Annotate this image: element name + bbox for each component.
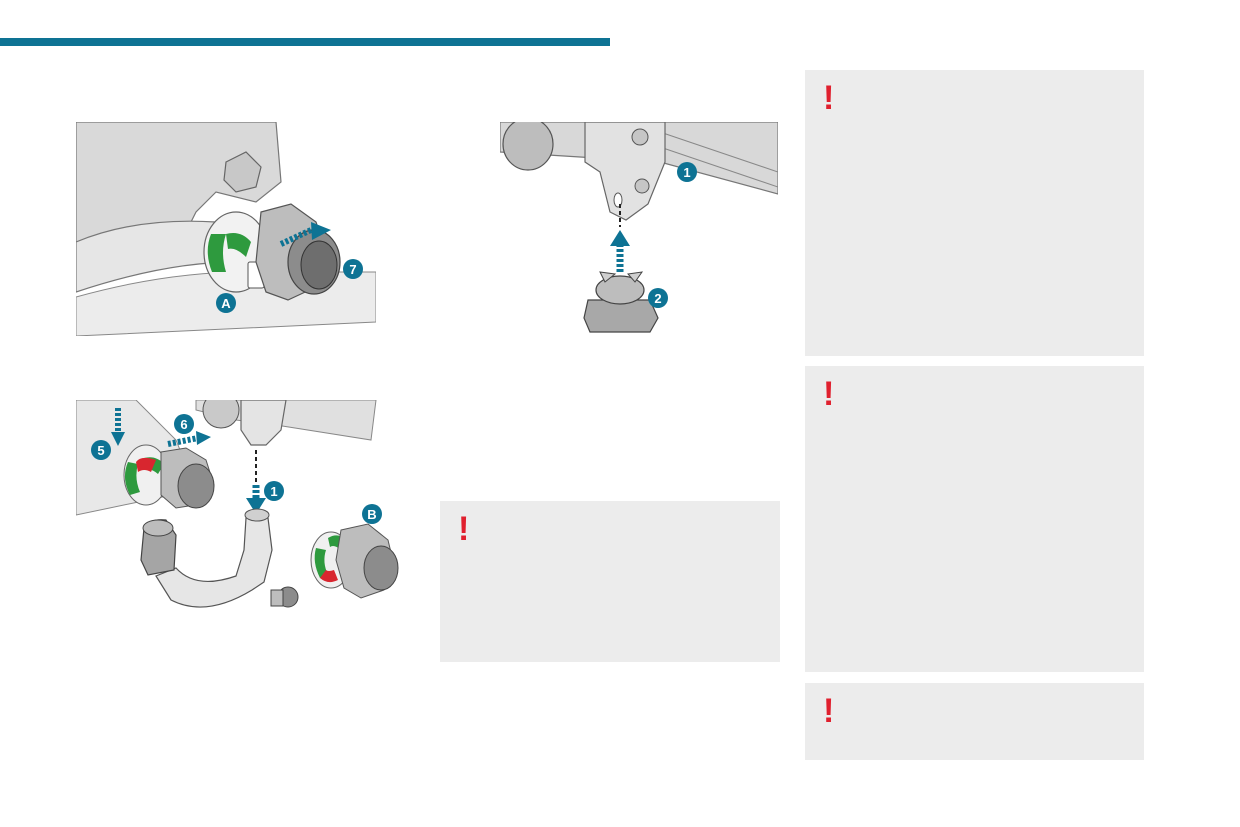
- exclamation-icon: !: [823, 692, 835, 730]
- figure-remove-cap: 1 2: [500, 122, 778, 344]
- warning-box: !: [805, 70, 1144, 356]
- callout-badge: 5: [97, 443, 104, 458]
- callout-badge: 7: [349, 262, 356, 277]
- callout-badge: A: [221, 296, 231, 311]
- warning-box: !: [805, 366, 1144, 672]
- callout-badge: 6: [180, 417, 187, 432]
- header-accent-bar: [0, 38, 610, 46]
- callout-badge: 1: [270, 484, 277, 499]
- exclamation-icon: !: [823, 79, 835, 117]
- exclamation-icon: !: [823, 375, 835, 413]
- warning-box: !: [805, 683, 1144, 760]
- figure-unlock-knob: 7 A: [76, 122, 376, 336]
- exclamation-icon: !: [458, 510, 470, 548]
- warning-box: !: [440, 501, 780, 662]
- figure-insert-towball: 5 6 1 B: [76, 400, 412, 650]
- callout-badge: 2: [654, 291, 661, 306]
- callout-badge: B: [367, 507, 376, 522]
- callout-badge: 1: [683, 165, 690, 180]
